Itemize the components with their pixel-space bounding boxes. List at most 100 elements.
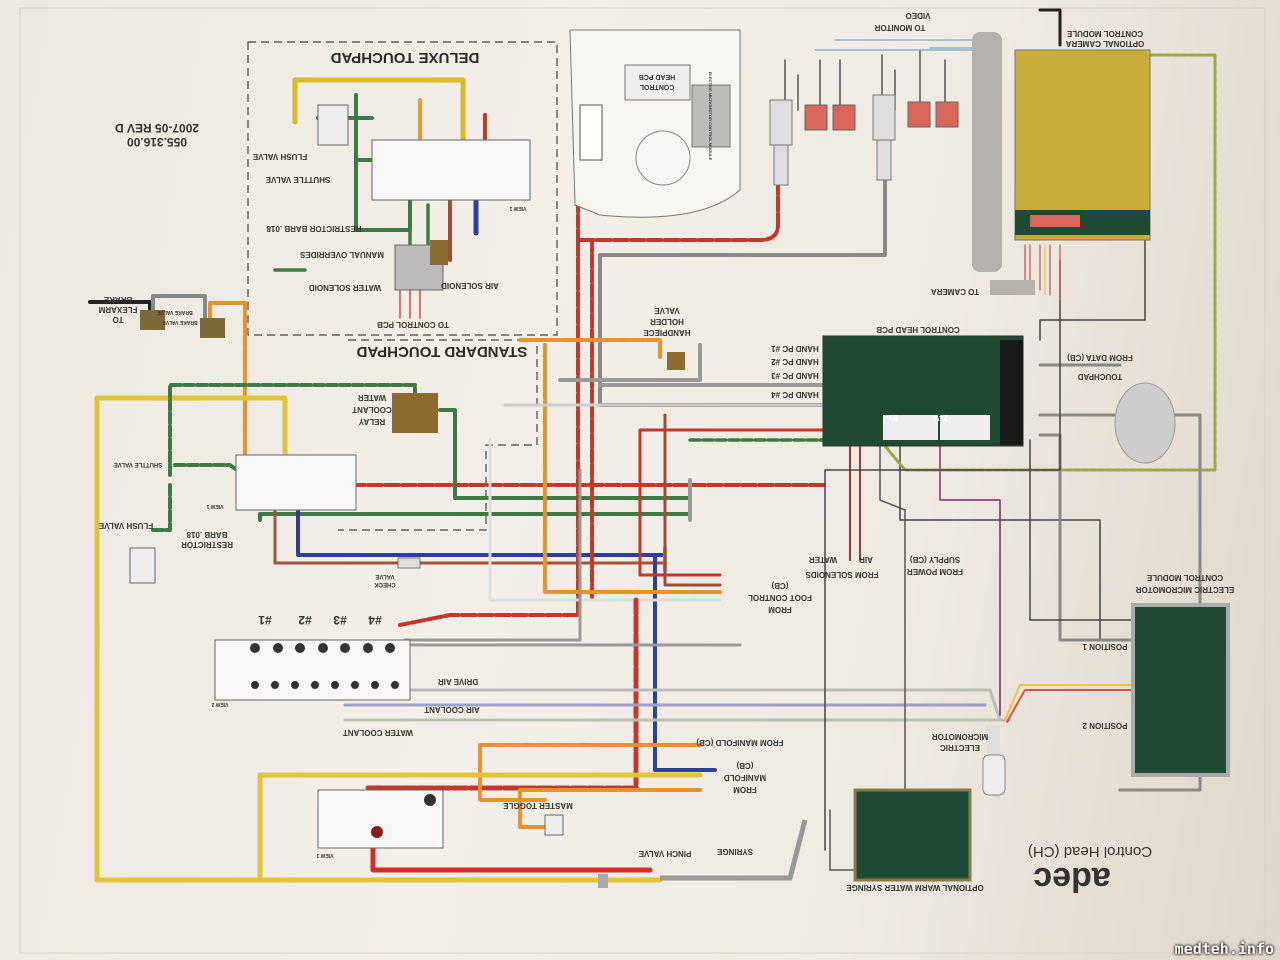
label-shuttle-valve: SHUTTLE VALVE xyxy=(265,175,330,184)
label-pos-1: #1 xyxy=(258,613,272,627)
components xyxy=(129,29,1230,888)
label-view-1: VIEW 1 xyxy=(509,205,526,211)
top-pcb-connector xyxy=(635,130,691,186)
label-manual-overrides: MANUAL OVERRIDES xyxy=(299,250,384,259)
label-top-pcb-1: CONTROL xyxy=(639,83,674,90)
watermark: medteh.info xyxy=(1174,940,1274,958)
top-micromotor-module xyxy=(691,84,731,148)
label-pos-3: #3 xyxy=(333,613,347,627)
label-from-power: FROM POWER xyxy=(907,567,963,576)
label-std-view: VIEW 1 xyxy=(206,503,223,509)
label-foot-2: FOOT CONTROL xyxy=(748,593,812,602)
top-pcb-label-box xyxy=(624,64,691,101)
label-warm-water-syringe: OPTIONAL WARM WATER SYRINGE xyxy=(846,883,984,892)
standard-flush-valve xyxy=(129,547,156,584)
deluxe-flush-valve xyxy=(317,104,349,146)
label-check-valve: VALVE xyxy=(375,573,394,579)
label-air-coolant: AIR COOLANT xyxy=(424,705,480,714)
label-pinch-valve: PINCH VALVE xyxy=(638,849,691,858)
deluxe-touchpad-title: DELUXE TOUCHPAD xyxy=(331,49,480,66)
deluxe-touchpad-box xyxy=(247,41,558,336)
label-control-head-pcb: CONTROL HEAD PCB xyxy=(876,325,960,334)
document-title: Control Head (CH) xyxy=(1028,843,1152,860)
label-restrictor: RESTRICTOR BARB .018 xyxy=(266,224,362,233)
adec-logo: adec xyxy=(1033,860,1111,898)
label-from-manifold-b3: (CB) xyxy=(736,761,753,770)
label-std-flush-valve: FLUSH VALVE xyxy=(98,521,153,530)
label-hand-pc-3: HAND PC #3 xyxy=(771,371,819,380)
warm-water-syringe-module xyxy=(853,788,972,882)
label-to: TO xyxy=(113,315,124,324)
label-std-restrictor-1: RESTRICTOR xyxy=(181,540,233,549)
label-hand-pc-1: HAND PC #1 xyxy=(771,344,819,353)
label-view-3: VIEW 3 xyxy=(316,852,333,858)
label-pos-4: #4 xyxy=(368,613,382,627)
camera-connectors xyxy=(804,101,959,131)
label-relay-1: WATER xyxy=(358,393,387,402)
touchpad-boxes xyxy=(247,41,558,531)
document-revision: 2007-05 REV D xyxy=(115,121,199,135)
label-view-2: VIEW 2 xyxy=(211,701,228,707)
label-from-solenoids: FROM SOLENOIDS xyxy=(805,570,879,579)
micromotor xyxy=(982,754,1006,796)
label-foot-3: (CB) xyxy=(771,581,788,590)
label-micromotor: MICROMOTOR xyxy=(932,732,989,741)
label-relay-3: RELAY xyxy=(358,417,385,426)
label-holder-1: HANDPIECE xyxy=(643,328,691,337)
label-std-shuttle-valve: SHUTTLE VALVE xyxy=(114,461,162,467)
label-to-monitor: TO MONITOR xyxy=(874,23,925,32)
water-coolant-relay xyxy=(392,393,438,433)
label-top-module: ELECTRIC MICROMOTOR CONTROL MODULE xyxy=(708,72,713,161)
manifold-block xyxy=(214,639,411,701)
label-from-manifold-b2: MANIFOLD xyxy=(724,773,766,782)
label-from-data: FROM DATA (CB) xyxy=(1067,353,1133,362)
standard-touchpad-title: STANDARD TOUCHPAD xyxy=(356,343,527,360)
label-to-camera: TO CAMERA xyxy=(931,287,980,296)
handpiece-holder-valve xyxy=(667,352,685,370)
touchpad-device xyxy=(1114,382,1176,464)
syringe xyxy=(660,819,808,881)
label-std-restrictor-2: BARB .018 xyxy=(186,530,227,539)
label-water-solenoid: WATER SOLENOID xyxy=(309,283,382,292)
label-camera-module-1: OPTIONAL CAMERA xyxy=(1066,39,1145,48)
label-holder-2: HOLDER xyxy=(650,317,684,326)
label-drive-air: DRIVE AIR xyxy=(438,677,478,686)
label-holder-3: VALVE xyxy=(654,306,680,315)
label-0v: 0V- xyxy=(886,413,898,422)
label-foot-1: FROM xyxy=(768,605,792,614)
label-flush-valve: FLUSH VALVE xyxy=(252,152,307,161)
master-shuttle-block xyxy=(317,789,444,849)
camera-control-module xyxy=(1014,49,1151,241)
label-water-coolant: WATER COOLANT xyxy=(343,728,413,737)
camera-cable xyxy=(972,32,1002,272)
label-electric: ELECTRIC xyxy=(940,743,980,752)
label-syringe: SYRINGE xyxy=(716,847,753,856)
document-number: 055.316.00 xyxy=(127,135,187,149)
video-plugs xyxy=(769,94,896,186)
label-position-1: POSITION 1 xyxy=(1082,642,1127,651)
label-master-toggle: MASTER TOGGLE xyxy=(503,801,573,810)
pinch-valve xyxy=(598,874,608,888)
label-from-manifold-b1: FROM xyxy=(733,785,757,794)
label-brake: BRAKE xyxy=(103,295,132,304)
micromotor-control-module xyxy=(1131,603,1230,777)
label-video: VIDEO xyxy=(906,11,931,20)
label-brake-valve-2: BRAKE VALVE xyxy=(162,319,198,325)
label-from-manifold-a: FROM MANIFOLD (CB) xyxy=(696,738,783,747)
label-mm-module-1: ELECTRIC MICROMOTOR xyxy=(1136,585,1235,594)
control-head-housing xyxy=(569,29,741,218)
label-24v: 24V- xyxy=(931,413,948,422)
wire-yellow xyxy=(292,77,466,161)
deluxe-shuttle-block xyxy=(371,139,531,201)
label-to-control-pcb: TO CONTROL PCB xyxy=(377,320,449,329)
label-hand-pc-2: HAND PC #2 xyxy=(771,357,819,366)
label-flexarm: FLEXARM xyxy=(98,305,137,314)
label-brake-valve: BRAKE VALVE xyxy=(157,309,193,315)
label-mm-module-2: CONTROL MODULE xyxy=(1146,573,1223,582)
pcb-terminals xyxy=(883,415,990,440)
label-air: AIR xyxy=(859,555,873,564)
flexarm-brake-valve xyxy=(140,310,165,330)
label-supply: SUPPLY (CB) xyxy=(910,555,961,564)
